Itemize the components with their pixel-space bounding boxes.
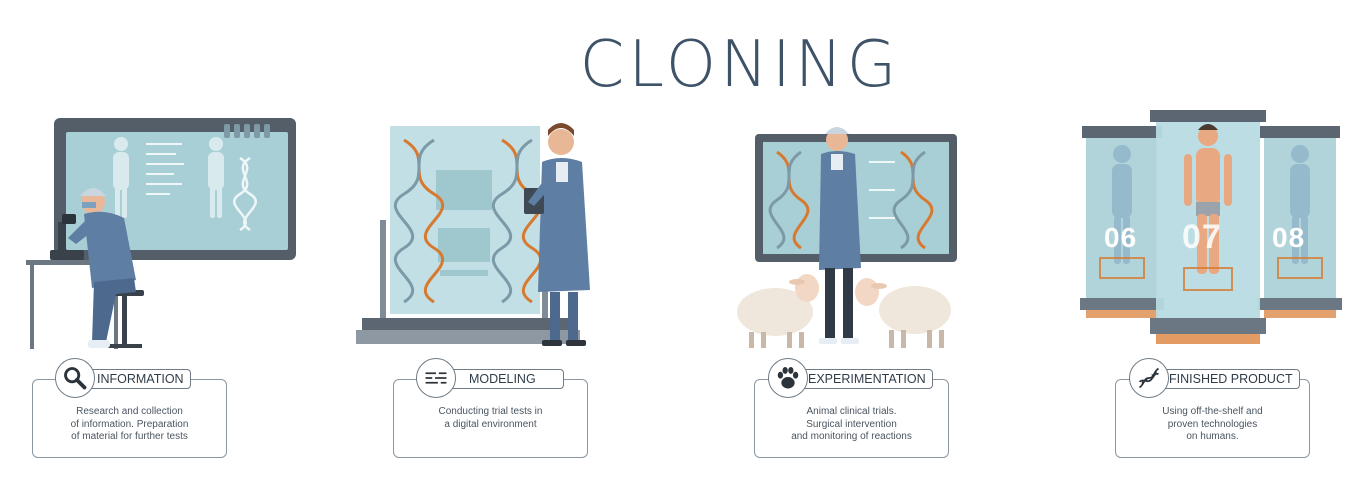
- information-illustration: [24, 110, 299, 355]
- modeling-illustration: [356, 110, 606, 355]
- capsule-number-left: 06: [1104, 222, 1138, 253]
- step-card-information: Research and collection of information. …: [32, 379, 227, 458]
- step-label-finished-product: FINISHED PRODUCT: [1142, 369, 1300, 389]
- step-description: Using off-the-shelf and proven technolog…: [1162, 406, 1263, 442]
- step-label-information: INFORMATION: [66, 369, 191, 389]
- step-description: Animal clinical trials. Surgical interve…: [791, 406, 912, 442]
- capsule-number-right: 08: [1272, 222, 1306, 253]
- step-description: Research and collection of information. …: [70, 406, 189, 442]
- magnifier-icon: [55, 358, 95, 398]
- experimentation-illustration: [733, 110, 963, 355]
- capsule-number-center: 07: [1182, 218, 1222, 256]
- step-description: Conducting trial tests in a digital envi…: [438, 406, 543, 430]
- paw-icon: [768, 358, 808, 398]
- step-label-modeling: MODELING: [440, 369, 564, 389]
- step-label-experimentation: EXPERIMENTATION: [781, 369, 933, 389]
- text-lines-icon: [416, 358, 456, 398]
- page-title: CLONING: [579, 28, 901, 102]
- dna-icon: [1129, 358, 1169, 398]
- finished-product-illustration: 06 07 08: [1076, 110, 1344, 355]
